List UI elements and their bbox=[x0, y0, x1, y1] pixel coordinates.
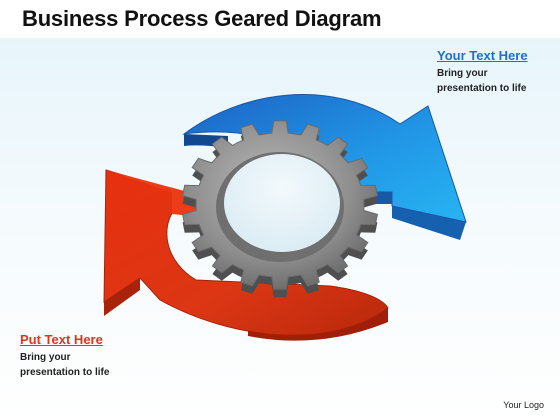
note-heading-red[interactable]: Put Text Here bbox=[20, 332, 103, 347]
logo-placeholder: Your Logo bbox=[503, 400, 544, 410]
red-arrow-icon bbox=[103, 169, 389, 341]
note-heading-blue[interactable]: Your Text Here bbox=[437, 48, 528, 63]
note-line2-blue: presentation to life bbox=[437, 82, 527, 94]
page-title: Business Process Geared Diagram bbox=[22, 6, 382, 31]
note-line1-red: Bring your bbox=[20, 352, 71, 363]
gear-hole bbox=[224, 154, 340, 252]
note-line2-red: presentation to life bbox=[20, 366, 110, 378]
text-note-red: Put Text Here Bring your presentation to… bbox=[20, 332, 109, 380]
gear-icon bbox=[182, 120, 378, 298]
text-note-blue: Your Text Here Bring your presentation t… bbox=[437, 48, 528, 96]
note-line1-blue: Bring your bbox=[437, 68, 488, 79]
